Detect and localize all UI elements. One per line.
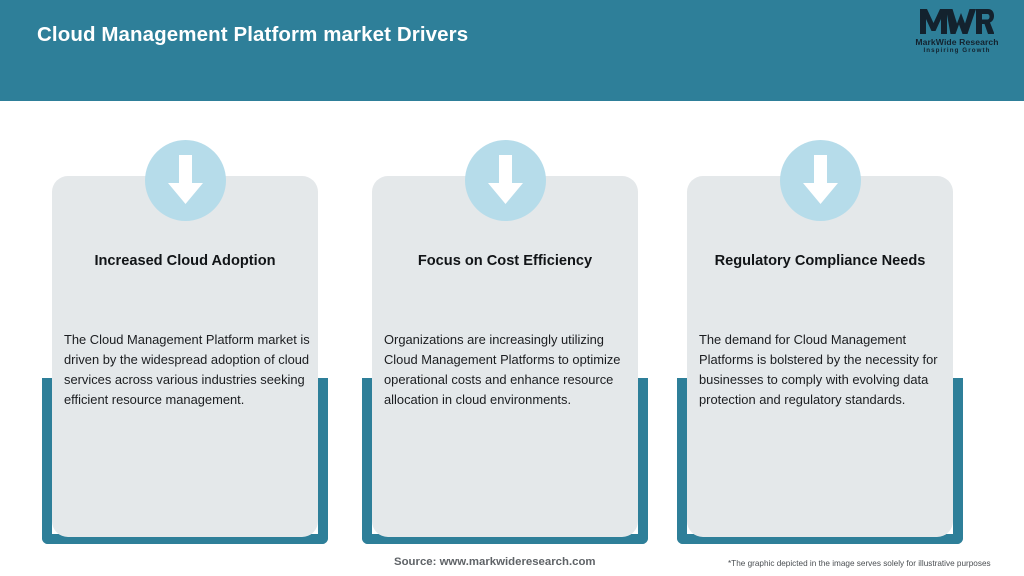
card-title: Increased Cloud Adoption bbox=[94, 253, 276, 269]
card-accent-frame bbox=[677, 378, 963, 544]
source-label: Source: www.markwideresearch.com bbox=[394, 556, 596, 568]
card-panel bbox=[687, 176, 953, 537]
page-header: Cloud Management Platform market Drivers… bbox=[0, 0, 1024, 101]
card-accent-frame bbox=[42, 378, 328, 544]
disclaimer-note: *The graphic depicted in the image serve… bbox=[728, 559, 991, 568]
card-title: Focus on Cost Efficiency bbox=[417, 253, 593, 269]
driver-card-2[interactable]: Focus on Cost Efficiency Organizations a… bbox=[362, 140, 648, 544]
card-description: Organizations are increasingly utilizing… bbox=[384, 332, 621, 407]
card-accent-frame bbox=[362, 378, 648, 544]
driver-card-1[interactable]: Increased Cloud Adoption The Cloud Manag… bbox=[42, 140, 328, 544]
down-arrow-icon bbox=[145, 140, 226, 221]
mwr-monogram-icon bbox=[908, 8, 1006, 36]
down-arrow-icon bbox=[465, 140, 546, 221]
card-panel bbox=[52, 176, 318, 537]
page-title: Cloud Management Platform market Drivers bbox=[37, 23, 469, 46]
logo-tagline: Inspiring Growth bbox=[923, 47, 991, 54]
card-description: The Cloud Management Platform market is … bbox=[64, 332, 310, 407]
card-title: Regulatory Compliance Needs bbox=[714, 253, 926, 269]
brand-logo: MarkWide Research Inspiring Growth bbox=[908, 8, 1006, 62]
down-arrow-icon bbox=[780, 140, 861, 221]
card-description: The demand for Cloud Management Platform… bbox=[699, 332, 938, 407]
card-panel bbox=[372, 176, 638, 537]
logo-company-name: MarkWide Research bbox=[915, 37, 999, 47]
driver-card-3[interactable]: Regulatory Compliance Needs The demand f… bbox=[677, 140, 963, 544]
